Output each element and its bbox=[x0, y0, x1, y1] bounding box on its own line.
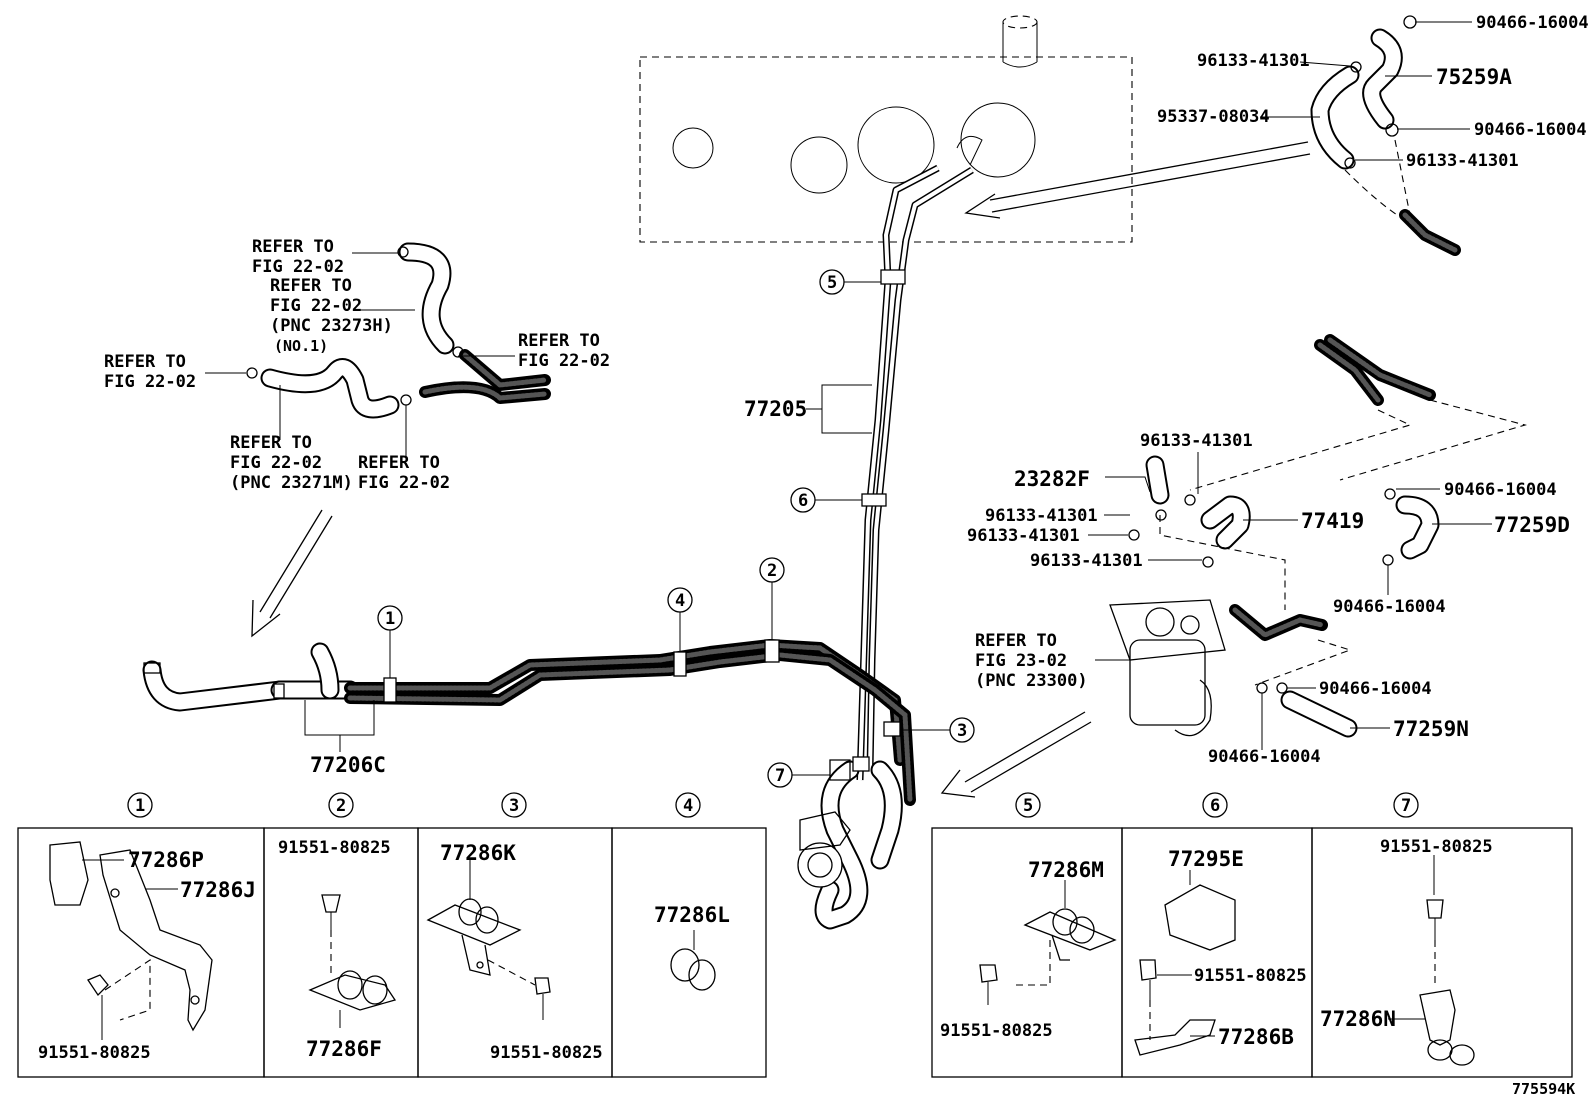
box3-part-b: 91551-80825 bbox=[490, 1043, 603, 1063]
part-77205-label: 77205 bbox=[744, 397, 807, 421]
ur-label-a: 90466-16004 bbox=[1476, 13, 1589, 33]
box1-part-c: 91551-80825 bbox=[38, 1043, 151, 1063]
ur-label-d: 95337-08034 bbox=[1157, 107, 1270, 127]
upper-left-notes: REFER TO FIG 22-02 REFER TO FIG 22-02 (P… bbox=[104, 237, 610, 493]
fl-label-b: 23282F bbox=[1014, 467, 1090, 491]
arrow-down-left bbox=[251, 509, 333, 638]
note-2-line1: REFER TO bbox=[270, 276, 352, 296]
callout-7: 7 bbox=[775, 766, 785, 786]
arrow-down-left-right bbox=[940, 711, 1092, 798]
callout-3: 3 bbox=[957, 721, 967, 741]
box3-number: 3 bbox=[509, 796, 519, 816]
callout-5: 5 bbox=[827, 273, 837, 293]
box7-number: 7 bbox=[1401, 796, 1411, 816]
box6-part-a: 77295E bbox=[1168, 847, 1244, 871]
note-5-line3: (PNC 23271M) bbox=[230, 473, 353, 493]
box2-part-b: 77286F bbox=[306, 1037, 382, 1061]
note-2-sub: (NO.1) bbox=[274, 337, 328, 355]
fl-label-i: 90466-16004 bbox=[1333, 597, 1446, 617]
box2-part-a: 91551-80825 bbox=[278, 838, 391, 858]
fl-label-e: 77419 bbox=[1301, 509, 1364, 533]
box1-number: 1 bbox=[135, 796, 145, 816]
note-2-line3: (PNC 23273H) bbox=[270, 316, 393, 336]
detail-box-7: 7 91551-80825 77286N bbox=[1311, 792, 1573, 1078]
upper-right-hoses bbox=[1260, 15, 1472, 256]
fl-label-f: 96133-41301 bbox=[1030, 551, 1143, 571]
bracket-77206c: 77206C bbox=[304, 700, 386, 777]
callout-1: 1 bbox=[385, 609, 395, 629]
callout-6: 6 bbox=[798, 491, 808, 511]
box4-number: 4 bbox=[683, 796, 693, 816]
box5-part-a: 77286M bbox=[1028, 858, 1104, 882]
ur-label-e: 90466-16004 bbox=[1474, 120, 1587, 140]
callout-2: 2 bbox=[767, 561, 777, 581]
detail-box-1: 1 77286P 77286J 91551-80825 bbox=[17, 792, 265, 1078]
arrow-to-tank bbox=[964, 141, 1311, 219]
detail-box-4: 4 77286L bbox=[611, 792, 767, 1078]
detail-box-6: 6 77295E 91551-80825 77286B bbox=[1121, 792, 1313, 1078]
box7-part-a: 91551-80825 bbox=[1380, 837, 1493, 857]
figure-code: 775594K bbox=[1512, 1080, 1575, 1098]
vertical-clamps bbox=[861, 269, 906, 507]
lower-pump-assembly bbox=[797, 721, 903, 930]
vertical-pipe-bundle bbox=[856, 135, 983, 781]
upper-left-hoses bbox=[246, 242, 551, 419]
filter-labels: 96133-41301 23282F 96133-41301 96133-413… bbox=[967, 431, 1570, 767]
fl-refer-line1: REFER TO bbox=[975, 631, 1057, 651]
note-1-line1: REFER TO bbox=[252, 237, 334, 257]
note-4-line2: FIG 22-02 bbox=[518, 351, 610, 371]
fl-refer-line2: FIG 23-02 bbox=[975, 651, 1067, 671]
fl-label-j: 90466-16004 bbox=[1319, 679, 1432, 699]
box5-part-b: 91551-80825 bbox=[940, 1021, 1053, 1041]
ur-label-c: 75259A bbox=[1436, 65, 1512, 89]
fl-label-a: 96133-41301 bbox=[1140, 431, 1253, 451]
fl-label-h: 77259D bbox=[1494, 513, 1570, 537]
fuel-tank-outline bbox=[639, 15, 1133, 243]
box5-number: 5 bbox=[1023, 796, 1033, 816]
note-1-line2: FIG 22-02 bbox=[252, 257, 344, 277]
callout-4: 4 bbox=[675, 591, 685, 611]
bracket-77205: 77205 bbox=[744, 384, 872, 434]
ur-label-b: 96133-41301 bbox=[1197, 51, 1310, 71]
box6-part-b: 91551-80825 bbox=[1194, 966, 1307, 986]
callout-circles: 1 2 3 4 5 6 7 bbox=[377, 269, 975, 788]
upper-left-leaders bbox=[205, 252, 515, 460]
part-77206c-label: 77206C bbox=[310, 753, 386, 777]
note-3-line1: REFER TO bbox=[104, 352, 186, 372]
box6-part-c: 77286B bbox=[1218, 1025, 1294, 1049]
main-horizontal-pipe bbox=[142, 639, 916, 806]
box6-number: 6 bbox=[1210, 796, 1220, 816]
fl-label-l: 90466-16004 bbox=[1208, 747, 1321, 767]
note-6-line1: REFER TO bbox=[358, 453, 440, 473]
fl-label-d: 96133-41301 bbox=[967, 526, 1080, 546]
note-6-line2: FIG 22-02 bbox=[358, 473, 450, 493]
fl-refer-line3: (PNC 23300) bbox=[975, 671, 1088, 691]
note-5-line2: FIG 22-02 bbox=[230, 453, 322, 473]
fl-label-g: 90466-16004 bbox=[1444, 480, 1557, 500]
box3-part-a: 77286K bbox=[440, 841, 516, 865]
note-5-line1: REFER TO bbox=[230, 433, 312, 453]
note-4-line1: REFER TO bbox=[518, 331, 600, 351]
fl-label-c: 96133-41301 bbox=[985, 506, 1098, 526]
detail-box-3: 3 77286K 91551-80825 bbox=[417, 792, 613, 1078]
filter-area bbox=[1088, 334, 1528, 750]
detail-box-5: 5 77286M 91551-80825 bbox=[931, 792, 1123, 1078]
ur-label-f: 96133-41301 bbox=[1406, 151, 1519, 171]
box7-part-b: 77286N bbox=[1320, 1007, 1396, 1031]
box2-number: 2 bbox=[336, 796, 346, 816]
note-3-line2: FIG 22-02 bbox=[104, 372, 196, 392]
upper-right-labels: 90466-16004 96133-41301 75259A 95337-080… bbox=[1157, 13, 1589, 171]
box1-part-a: 77286P bbox=[128, 848, 204, 872]
fl-label-k: 77259N bbox=[1393, 717, 1469, 741]
box1-part-b: 77286J bbox=[180, 878, 256, 902]
detail-box-2: 2 91551-80825 77286F bbox=[263, 792, 419, 1078]
note-2-line2: FIG 22-02 bbox=[270, 296, 362, 316]
box4-part-a: 77286L bbox=[654, 903, 730, 927]
